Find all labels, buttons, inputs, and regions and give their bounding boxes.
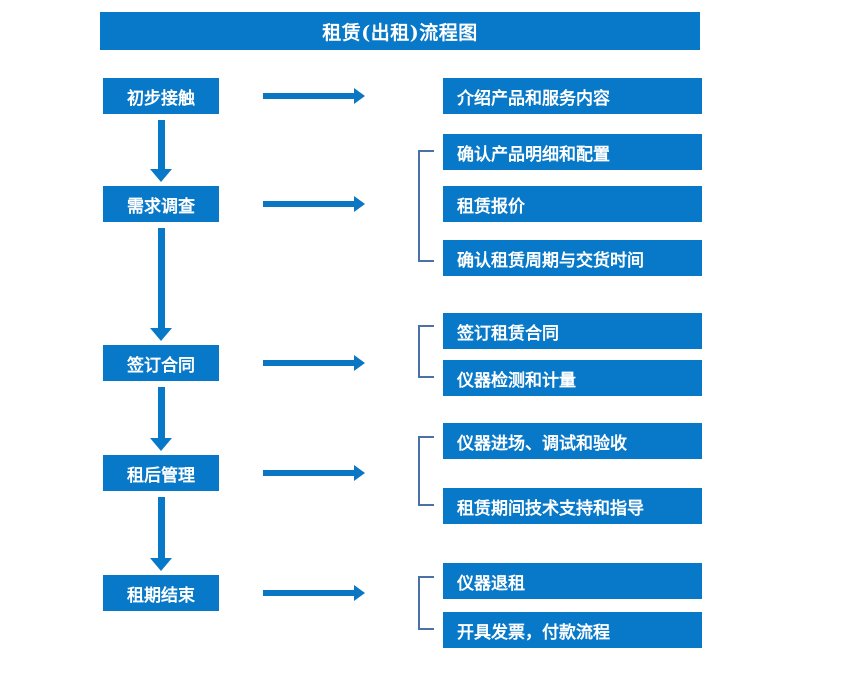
detail-box-5-1[interactable]: 仪器退租 <box>443 563 702 599</box>
detail-box-2-3[interactable]: 确认租赁周期与交货时间 <box>443 240 702 276</box>
detail-box-4-1[interactable]: 仪器进场、调试和验收 <box>443 423 702 459</box>
detail-arrow-right-4 <box>263 465 365 481</box>
detail-box-4-2[interactable]: 租赁期间技术支持和指导 <box>443 488 702 524</box>
detail-box-2-1[interactable]: 确认产品明细和配置 <box>443 134 702 170</box>
stage-box-1[interactable]: 初步接触 <box>103 78 219 114</box>
stage-box-2[interactable]: 需求调查 <box>103 186 219 222</box>
detail-box-1-1[interactable]: 介绍产品和服务内容 <box>443 78 702 114</box>
detail-box-2-2[interactable]: 租赁报价 <box>443 186 702 222</box>
detail-box-3-1[interactable]: 签订租赁合同 <box>443 313 702 349</box>
group-bracket-3 <box>418 325 434 378</box>
detail-box-5-2[interactable]: 开具发票，付款流程 <box>443 612 702 648</box>
flow-arrow-down-2 <box>150 228 172 341</box>
flow-arrow-down-1 <box>150 120 172 182</box>
stage-box-3[interactable]: 签订合同 <box>103 345 219 381</box>
diagram-title: 租赁(出租)流程图 <box>100 12 700 50</box>
detail-arrow-right-2 <box>263 196 365 212</box>
flow-arrow-down-4 <box>150 497 172 571</box>
group-bracket-2 <box>418 150 434 262</box>
group-bracket-4 <box>418 436 434 506</box>
detail-arrow-right-3 <box>263 355 365 371</box>
detail-arrow-right-1 <box>263 88 365 104</box>
group-bracket-5 <box>418 576 434 630</box>
detail-box-3-2[interactable]: 仪器检测和计量 <box>443 360 702 396</box>
flow-arrow-down-3 <box>150 387 172 451</box>
detail-arrow-right-5 <box>263 585 365 601</box>
stage-box-5[interactable]: 租期结束 <box>103 575 219 611</box>
stage-box-4[interactable]: 租后管理 <box>103 455 219 491</box>
